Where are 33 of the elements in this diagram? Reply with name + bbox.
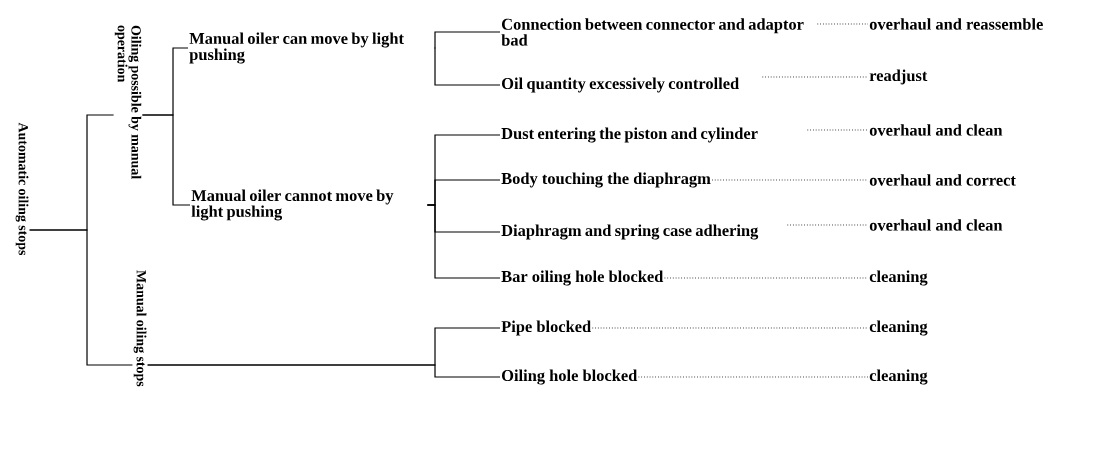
remedy-label: cleaning	[869, 270, 928, 286]
category-label: Automatic oiling stops	[15, 122, 29, 256]
condition-label: Manual oiling stops	[133, 270, 147, 387]
cause-label: Bar oiling hole blocked	[501, 270, 664, 286]
cause-label: Oiling hole blocked	[502, 369, 638, 385]
dotted-leader	[664, 277, 869, 279]
cause-label: Body touching the diaphragm	[501, 172, 711, 188]
bracket-line	[141, 114, 191, 206]
cause-label: Diaphragm and spring case adhering	[501, 224, 759, 240]
cause-label: Connection between connector and adaptor bad	[501, 18, 804, 46]
remedy-label: overhaul and clean	[869, 124, 1003, 136]
remedy-label: cleaning	[869, 369, 928, 385]
condition-label: Oiling possible by manual operation	[114, 25, 142, 179]
remedy-label: overhaul and clean	[869, 219, 1003, 231]
condition-label: Manual oiler can move by light pushing	[189, 32, 404, 64]
cause-label: Pipe blocked	[501, 320, 591, 336]
dotted-leader	[638, 376, 869, 378]
dotted-leader	[711, 179, 869, 181]
remedy-label: overhaul and correct	[869, 174, 1016, 186]
bracket-line	[426, 204, 501, 279]
bracket-line	[434, 47, 501, 86]
bracket-line	[29, 229, 134, 366]
dotted-leader	[816, 23, 869, 25]
dotted-leader	[806, 129, 869, 131]
cause-label: Oil quantity excessively controlled	[502, 77, 739, 93]
remedy-label: cleaning	[869, 320, 928, 336]
remedy-label: overhaul and reassemble	[869, 18, 1043, 30]
bracket-line	[147, 364, 501, 378]
remedy-label: readjust	[869, 69, 928, 85]
cause-label: Dust entering the piston and cylinder	[501, 127, 758, 143]
bracket-line	[434, 31, 501, 49]
dotted-leader	[591, 327, 869, 329]
condition-label: Manual oiler cannot move by light pushing	[191, 189, 394, 221]
